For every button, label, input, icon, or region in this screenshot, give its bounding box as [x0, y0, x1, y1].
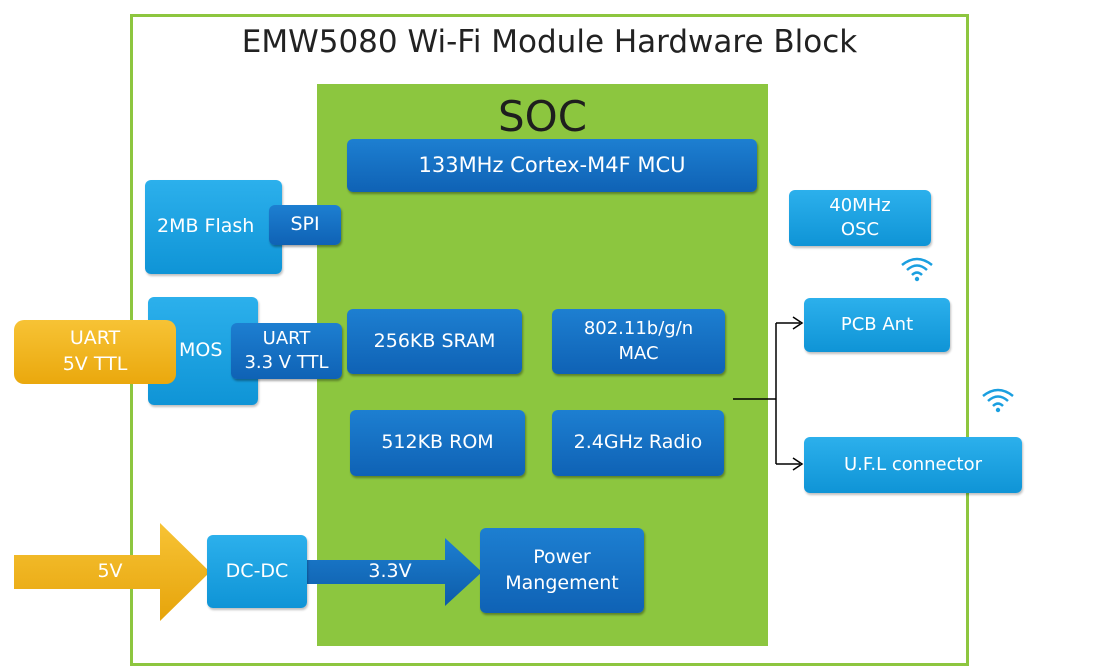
rom-block: 512KB ROM — [350, 410, 525, 476]
uart-5v-input: UART 5V TTL — [14, 320, 176, 384]
dcdc-block: DC-DC — [207, 535, 307, 608]
flash-block: 2MB Flash — [145, 180, 282, 274]
antenna-routing-lines — [733, 316, 804, 471]
spi-block: SPI — [269, 205, 341, 245]
input-5v-label: 5V — [97, 560, 123, 582]
power-management-block: Power Mangement — [480, 528, 644, 613]
osc-block: 40MHz OSC — [789, 190, 931, 246]
diagram-title: EMW5080 Wi-Fi Module Hardware Block — [241, 24, 858, 60]
wifi-icon — [900, 256, 934, 287]
sram-block: 256KB SRAM — [347, 309, 522, 374]
power-input-arrow — [14, 523, 210, 621]
uart-3v3-block: UART 3.3 V TTL — [231, 323, 342, 379]
power-3v3-arrow — [306, 538, 482, 606]
wifi-icon — [981, 387, 1015, 418]
ufl-connector-block: U.F.L connector — [804, 437, 1022, 493]
mac-block: 802.11b/g/n MAC — [552, 309, 725, 374]
soc-label: SOC — [497, 92, 588, 141]
output-3v3-label: 3.3V — [368, 560, 412, 582]
mcu-block: 133MHz Cortex-M4F MCU — [347, 139, 757, 192]
pcb-antenna-block: PCB Ant — [804, 298, 950, 352]
radio-block: 2.4GHz Radio — [552, 410, 724, 476]
